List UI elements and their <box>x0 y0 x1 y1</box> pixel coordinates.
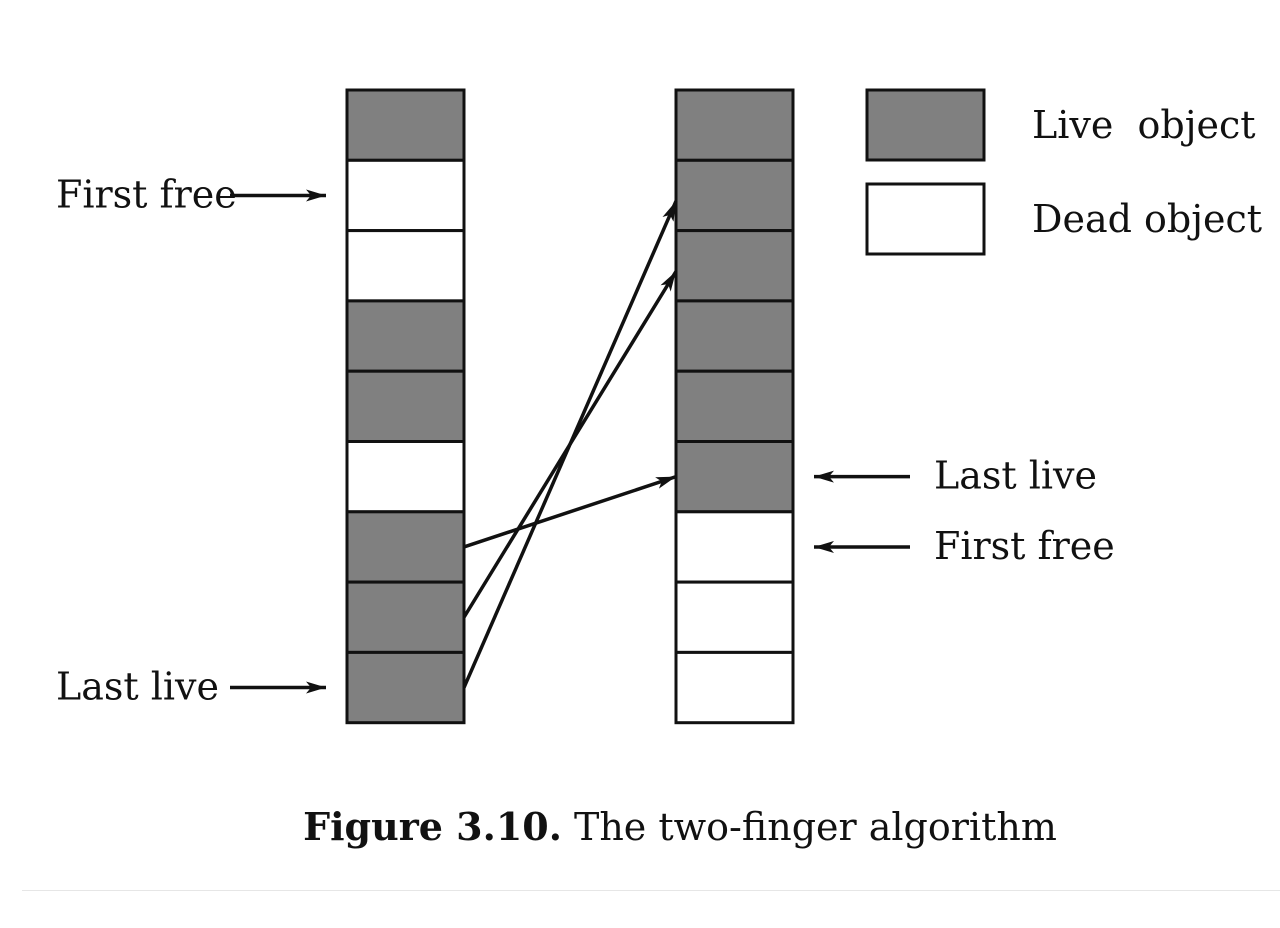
after-live-cell <box>674 158 795 233</box>
before-live-cell <box>345 299 466 373</box>
pointer-label: First free <box>56 172 237 216</box>
move-arrows <box>462 200 678 689</box>
after-dead-cell <box>674 510 795 584</box>
after-live-cell <box>674 299 795 373</box>
legend: Live object Dead object <box>865 88 1262 256</box>
move-arrow <box>463 474 677 549</box>
pointer-label: First free <box>934 524 1115 568</box>
move-arrow <box>462 270 678 619</box>
before-live-cell <box>345 580 466 654</box>
after-live-cell <box>674 369 795 444</box>
caption-label: Figure 3.10. <box>303 804 562 849</box>
after-dead-cell <box>674 580 795 654</box>
legend-live-label: Live object <box>1032 103 1256 147</box>
page-divider <box>22 890 1280 891</box>
before-live-cell <box>345 369 466 444</box>
legend-live-swatch <box>865 88 986 162</box>
heap-after-compaction <box>674 88 795 725</box>
before-dead-cell <box>345 440 466 514</box>
legend-dead-label: Dead object <box>1032 197 1262 241</box>
pointer-label: Last live <box>56 665 219 709</box>
after-dead-cell <box>674 650 795 725</box>
figure-caption: Figure 3.10. The two-finger algorithm <box>303 804 1057 849</box>
heap-before-compaction <box>345 88 466 725</box>
after-live-cell <box>674 88 795 162</box>
before-dead-cell <box>345 229 466 303</box>
before-live-cell <box>345 88 466 162</box>
before-dead-cell <box>345 158 466 233</box>
caption-text: The two-finger algorithm <box>574 805 1057 849</box>
pointer-label: Last live <box>934 454 1097 498</box>
after-live-cell <box>674 229 795 303</box>
before-live-cell <box>345 510 466 584</box>
after-live-cell <box>674 440 795 514</box>
legend-dead-swatch <box>865 182 986 256</box>
before-live-cell <box>345 650 466 725</box>
